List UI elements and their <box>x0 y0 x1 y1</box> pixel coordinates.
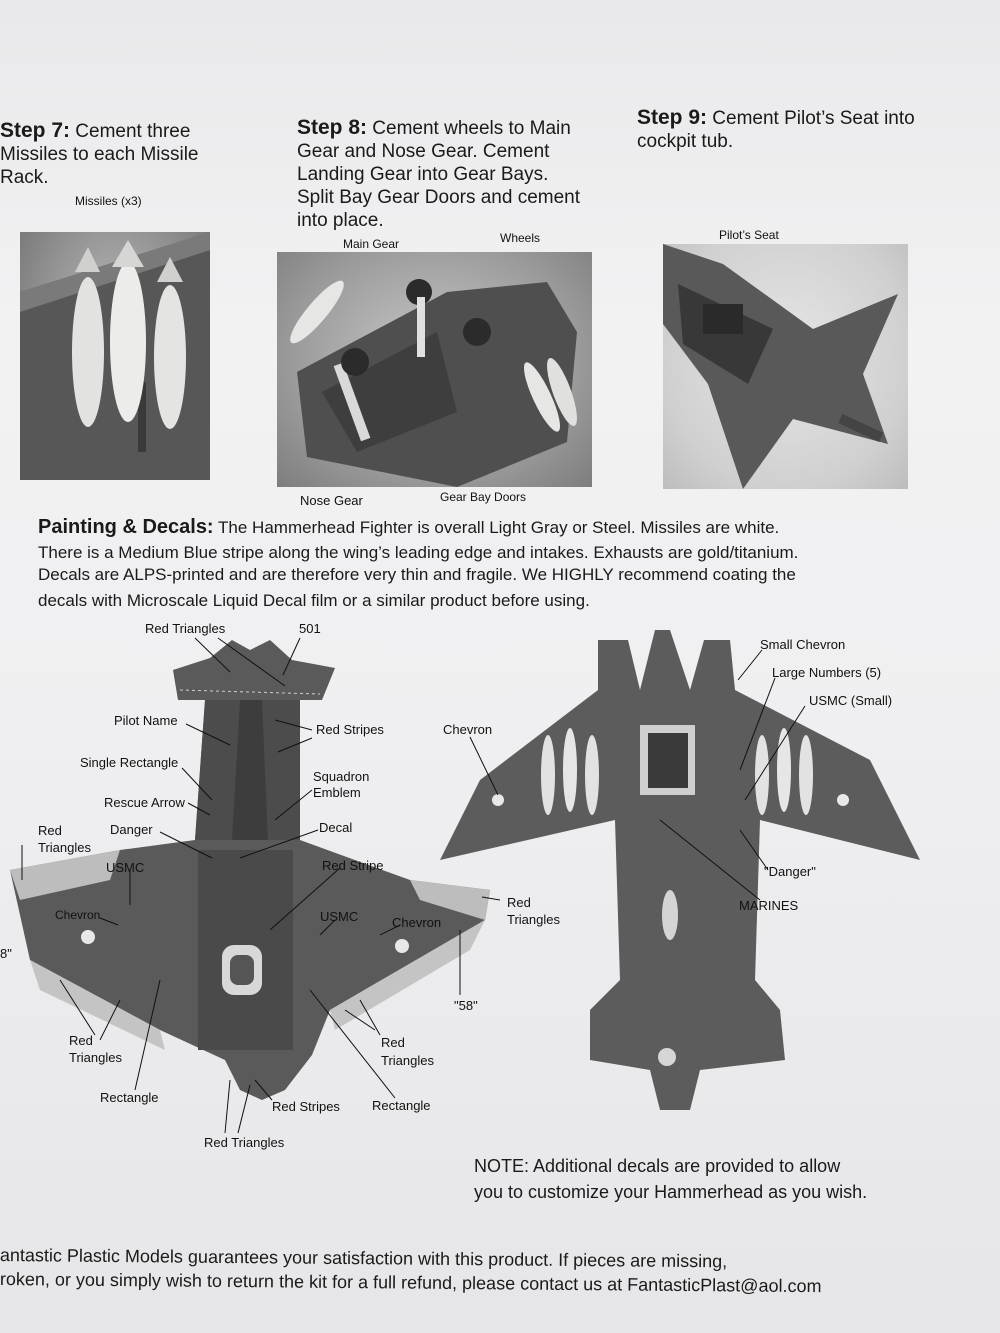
red-stripes-bottom-label: Red Stripes <box>272 1099 340 1114</box>
pilot-name-label: Pilot Name <box>114 713 178 728</box>
top-view-fuselage <box>10 640 490 1100</box>
landing-gear-photo <box>277 252 592 487</box>
number-8-label: 8" <box>0 946 12 961</box>
step-8-label: Step 8: <box>297 116 368 139</box>
rectangle-left-label: Rectangle <box>100 1090 159 1105</box>
rectangle-right-label: Rectangle <box>372 1098 431 1113</box>
usmc-left-label: USMC <box>106 860 145 875</box>
red-triangles-top-label: Red Triangles <box>145 621 226 636</box>
step-7: Step 7: Cement three Missiles to each Mi… <box>0 119 220 189</box>
number-58-label: "58" <box>454 998 478 1013</box>
note-line-1: NOTE: Additional decals are provided to … <box>474 1156 841 1176</box>
large-numbers-label: Large Numbers (5) <box>772 665 882 680</box>
landing-gear-illustration <box>290 279 577 487</box>
squadron-emblem-label-1: Squadron <box>313 769 370 784</box>
usmc-small-label: USMC (Small) <box>809 693 893 708</box>
red-triangles-bottom-left-label-2: Triangles <box>69 1050 122 1065</box>
red-stripe-label: Red Stripe <box>322 858 384 873</box>
number-501-label: 501 <box>299 621 321 636</box>
step-8-text: Cement wheels to Main Gear and Nose Gear… <box>297 118 581 231</box>
step-8: Step 8: Cement wheels to Main Gear and N… <box>297 116 587 232</box>
danger-quoted-label: "Danger" <box>764 864 816 879</box>
gear-bay-doors-label: Gear Bay Doors <box>440 490 527 504</box>
red-triangles-bottom-right-label-1: Red <box>381 1035 405 1050</box>
danger-label: Danger <box>110 822 153 837</box>
red-triangles-bottom-left-label-1: Red <box>69 1033 93 1048</box>
painting-line-4: decals with Microscale Liquid Decal film… <box>38 591 590 610</box>
painting-line-2: There is a Medium Blue stripe along the … <box>38 543 799 562</box>
pilots-seat-label: Pilot’s Seat <box>719 228 779 242</box>
main-gear-label: Main Gear <box>343 237 400 251</box>
red-triangles-bottom-label: Red Triangles <box>204 1135 285 1150</box>
step-7-label: Step 7: <box>0 119 71 142</box>
usmc-center-label: USMC <box>320 909 359 924</box>
cockpit-illustration <box>663 244 898 489</box>
decal-label: Decal <box>319 820 353 835</box>
missiles-label: Missiles (x3) <box>75 194 142 208</box>
red-triangles-left-label-2: Triangles <box>38 840 91 855</box>
red-triangles-right-label-2: Triangles <box>507 912 560 927</box>
chevron-left-label: Chevron <box>55 908 101 922</box>
step-7-text: Cement three Missiles to each Missile Ra… <box>0 121 199 188</box>
step-9: Step 9: Cement Pilot’s Seat into cockpit… <box>637 106 927 153</box>
wheels-label: Wheels <box>500 231 541 245</box>
note-line-2: you to customize your Hammerhead as you … <box>474 1182 868 1202</box>
painting-line-1: Painting & Decals: The Hammerhead Fighte… <box>38 516 779 539</box>
small-chevron-label: Small Chevron <box>760 637 846 652</box>
missiles-photo <box>20 232 210 480</box>
chevron-right-label: Chevron <box>392 915 442 930</box>
nose-gear-label: Nose Gear <box>300 493 363 508</box>
squadron-emblem-label-2: Emblem <box>313 785 361 800</box>
red-triangles-bottom-right-label-2: Triangles <box>381 1053 434 1068</box>
red-triangles-left-label-1: Red <box>38 823 62 838</box>
single-rectangle-label: Single Rectangle <box>80 755 179 770</box>
painting-line-3: Decals are ALPS-printed and are therefor… <box>38 565 796 584</box>
pilot-seat-photo <box>663 244 908 489</box>
rescue-arrow-label: Rescue Arrow <box>104 795 185 810</box>
red-stripes-label: Red Stripes <box>316 722 384 737</box>
red-triangles-right-label-1: Red <box>507 895 531 910</box>
chevron-label: Chevron <box>443 722 493 737</box>
marines-label: MARINES <box>739 898 799 913</box>
step-9-label: Step 9: <box>637 106 708 129</box>
missiles-illustration <box>20 232 210 480</box>
painting-heading: Painting & Decals: <box>38 516 214 538</box>
painting-text-1: The Hammerhead Fighter is overall Light … <box>218 518 780 537</box>
step-9-text: Cement Pilot’s Seat into cockpit tub. <box>637 108 915 152</box>
